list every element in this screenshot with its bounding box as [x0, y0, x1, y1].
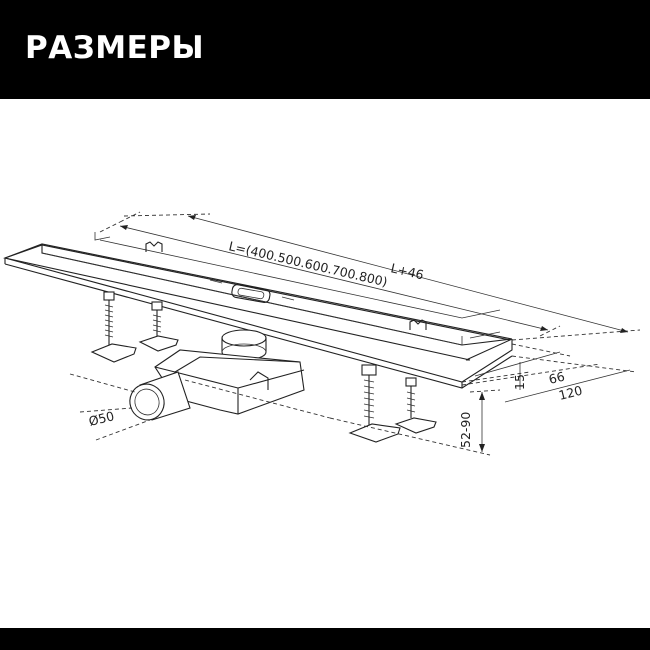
- dimension-lines: [69, 211, 641, 456]
- width-inner-label: 66: [547, 368, 566, 386]
- height-adjust-label: 52-90: [458, 412, 473, 448]
- header-bar: РАЗМЕРЫ: [0, 0, 650, 99]
- support-legs: [90, 291, 437, 443]
- footer-bar: [0, 628, 650, 650]
- length-label: L=(400.500.600.700.800): [227, 238, 389, 289]
- page-title: РАЗМЕРЫ: [25, 30, 205, 66]
- height-frame-label: 15: [512, 374, 527, 390]
- siphon-body: [129, 329, 305, 421]
- total-length-label: L+46: [389, 260, 425, 282]
- pipe-diameter-label: Ø50: [87, 408, 116, 429]
- width-outer-label: 120: [557, 383, 584, 403]
